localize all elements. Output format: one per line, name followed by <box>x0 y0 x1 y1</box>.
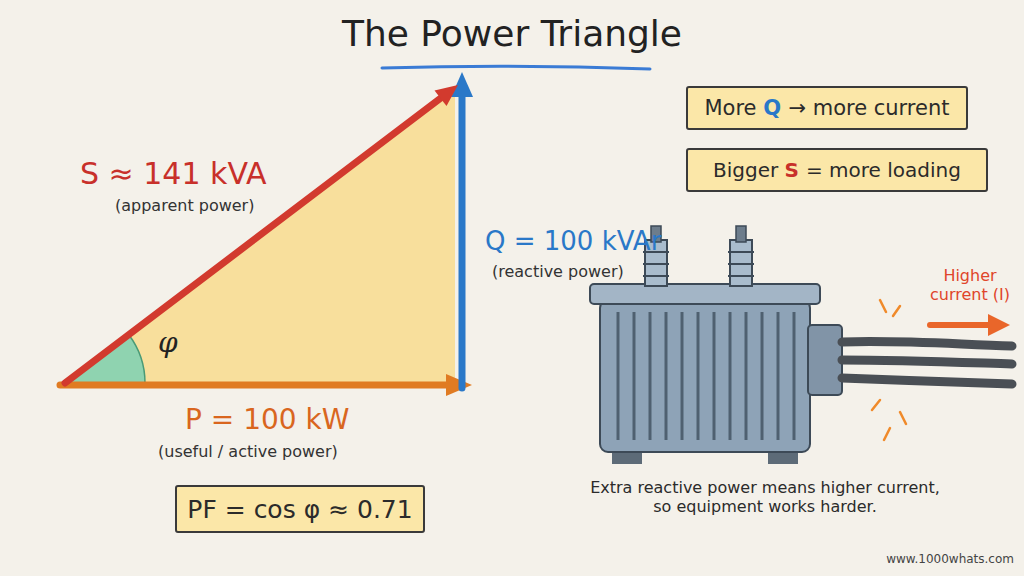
fin <box>665 312 668 440</box>
text-word: 0.71 <box>357 495 413 524</box>
fin <box>793 312 796 440</box>
cable <box>842 341 1012 346</box>
fin <box>681 312 684 440</box>
bushing-ridge <box>643 263 669 265</box>
fin <box>729 312 732 440</box>
transformer-symbol <box>590 226 1012 464</box>
text-word: loading <box>887 158 961 182</box>
reactive-power-caption: (reactive power) <box>492 262 692 281</box>
watermark: www.1000whats.com <box>824 552 1014 566</box>
box-text: PF = cos φ ≈ 0.71 <box>187 495 412 524</box>
bushing-ridge <box>643 275 669 277</box>
arrow-head <box>988 314 1010 336</box>
title-underline <box>382 66 650 69</box>
spark <box>884 428 890 440</box>
active-power-caption: (useful / active power) <box>158 442 418 461</box>
current-arrow <box>930 322 990 328</box>
text-word: S <box>785 158 806 182</box>
transformer-body <box>600 300 810 452</box>
fin <box>713 312 716 440</box>
spark <box>872 400 880 410</box>
text-word: = <box>806 158 829 182</box>
text-word: cos <box>254 495 304 524</box>
bushing-ridge <box>728 251 754 253</box>
fin <box>633 312 636 440</box>
reactive-power-arrow <box>459 96 466 388</box>
transformer-lid <box>590 284 820 304</box>
text-word: Bigger <box>713 158 785 182</box>
explanation-note: Extra reactive power means higher curren… <box>590 478 940 516</box>
formula-box: PF = cos φ ≈ 0.71 <box>175 485 425 533</box>
fin <box>697 312 700 440</box>
box-text: More Q → more current <box>704 96 949 120</box>
reactive-power-value: Q = 100 kVAr <box>485 226 685 257</box>
fin <box>617 312 620 440</box>
arrow-head <box>435 85 459 106</box>
spark <box>880 300 886 312</box>
fin <box>761 312 764 440</box>
current-note: Higher current (I) <box>920 266 1020 304</box>
cooling-fins <box>618 312 794 440</box>
fin <box>745 312 748 440</box>
bushing-terminal <box>736 226 746 242</box>
angle-symbol: φ <box>158 326 198 360</box>
fin <box>649 312 652 440</box>
apparent-power-value: S ≈ 141 kVA <box>80 156 340 192</box>
spark <box>900 412 906 424</box>
text-word: ≈ <box>328 495 357 524</box>
text-word: Q <box>763 96 788 120</box>
active-power-arrow <box>60 382 448 389</box>
apparent-power-caption: (apparent power) <box>115 196 315 215</box>
box-text: Bigger S = more loading <box>713 158 961 182</box>
text-word: PF <box>187 495 224 524</box>
bushing-ridge <box>728 263 754 265</box>
bushing-ridge <box>728 275 754 277</box>
text-word: more <box>829 158 887 182</box>
text-word: More <box>704 96 763 120</box>
spark-marks <box>872 300 906 440</box>
cable <box>842 378 1012 384</box>
note-box: Bigger S = more loading <box>686 148 988 192</box>
fin <box>777 312 780 440</box>
text-word: current <box>874 96 950 120</box>
triangle-fill <box>65 88 455 383</box>
note-box: More Q → more current <box>686 86 968 130</box>
text-word: = <box>225 495 254 524</box>
active-power-value: P = 100 kW <box>185 403 425 437</box>
cable <box>842 360 1012 364</box>
apparent-power-arrow <box>65 98 441 383</box>
bushing <box>728 226 754 286</box>
terminal-box <box>808 325 842 395</box>
text-word: → <box>788 96 812 120</box>
arrow-head <box>451 72 473 97</box>
diagram-title: The Power Triangle <box>0 12 1024 55</box>
text-word: φ <box>304 495 328 524</box>
spark <box>893 306 900 316</box>
text-word: more <box>813 96 874 120</box>
